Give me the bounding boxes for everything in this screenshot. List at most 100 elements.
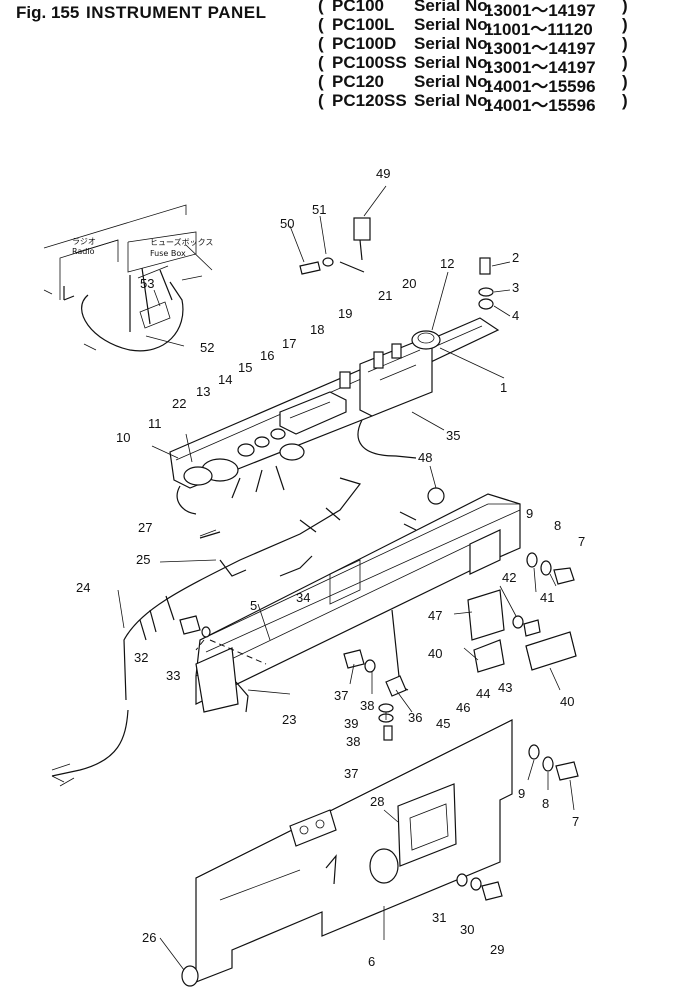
- paren-close: ): [622, 34, 628, 53]
- callout-15: 15: [238, 360, 252, 375]
- model-name: PC120: [332, 72, 384, 91]
- callout-35: 35: [446, 428, 460, 443]
- callout-41: 41: [540, 590, 554, 605]
- callout-17: 17: [282, 336, 296, 351]
- callout-1: 1: [500, 380, 507, 395]
- model-serial-row: ( PC100L Serial No.11001～11120): [318, 15, 638, 39]
- callout-25: 25: [136, 552, 150, 567]
- radio-jp-label: ラジオ: [72, 237, 96, 246]
- callout-34: 34: [296, 590, 310, 605]
- callout-32: 32: [134, 650, 148, 665]
- callout-37-lower: 37: [344, 766, 358, 781]
- callout-9-upper: 9: [526, 506, 533, 521]
- right-hardware: [467, 552, 577, 673]
- callout-12: 12: [440, 256, 454, 271]
- callout-42: 42: [502, 570, 516, 585]
- upper-instrument-panel: [169, 317, 500, 515]
- callout-30: 30: [460, 922, 474, 937]
- fusebox-label: Fuse Box: [150, 249, 186, 258]
- serial-range: 11001～11120: [484, 20, 593, 39]
- callout-13: 13: [196, 384, 210, 399]
- callout-40-upper: 40: [428, 646, 442, 661]
- callout-29: 29: [490, 942, 504, 957]
- callout-37-upper: 37: [334, 688, 348, 703]
- model-name: PC120SS: [332, 91, 407, 110]
- callout-9-lower: 9: [518, 786, 525, 801]
- model-name: PC100D: [332, 34, 397, 53]
- figure-number: Fig. 155: [16, 3, 80, 22]
- callout-22: 22: [172, 396, 186, 411]
- model-name: PC100SS: [332, 53, 407, 72]
- callout-8-upper: 8: [554, 518, 561, 533]
- callout-47: 47: [428, 608, 442, 623]
- serial-range: 13001～14197: [484, 1, 596, 20]
- callout-40-lower: 40: [560, 694, 574, 709]
- callout-6: 6: [368, 954, 375, 969]
- callout-50: 50: [280, 216, 294, 231]
- callout-numbers: 1 2 3 4 5 6 7 7 8 8 9 9 10 11 12 13 14 1…: [76, 166, 585, 969]
- callout-19: 19: [338, 306, 352, 321]
- paren-open: (: [318, 91, 324, 110]
- serial-range: 14001～15596: [484, 77, 596, 96]
- callout-21: 21: [378, 288, 392, 303]
- callout-4: 4: [512, 308, 519, 323]
- paren-open: (: [318, 53, 324, 72]
- callout-31: 31: [432, 910, 446, 925]
- callout-27: 27: [138, 520, 152, 535]
- callout-38-upper: 38: [360, 698, 374, 713]
- model-serial-row: ( PC100SS Serial No.13001～14197): [318, 53, 638, 77]
- serial-range: 14001～15596: [484, 96, 596, 115]
- leader-lines: [117, 185, 575, 971]
- callout-24: 24: [76, 580, 90, 595]
- callout-36: 36: [408, 710, 422, 725]
- callout-3: 3: [512, 280, 519, 295]
- callout-39: 39: [344, 716, 358, 731]
- callout-33: 33: [166, 668, 180, 683]
- callout-14: 14: [218, 372, 232, 387]
- callout-51: 51: [312, 202, 326, 217]
- bolts-washers: [179, 487, 445, 741]
- callout-5: 5: [250, 598, 257, 613]
- callout-52: 52: [200, 340, 214, 355]
- inset-radio-fusebox: ラジオ Radio ヒューズボックス Fuse Box: [43, 204, 213, 352]
- radio-label: Radio: [72, 247, 95, 256]
- paren-close: ): [622, 0, 628, 15]
- callout-28: 28: [370, 794, 384, 809]
- callout-26: 26: [142, 930, 156, 945]
- wiring-harness: [51, 477, 417, 787]
- serial-range: 13001～14197: [484, 58, 596, 77]
- fusebox-jp-label: ヒューズボックス: [150, 237, 213, 247]
- callout-23: 23: [282, 712, 296, 727]
- callout-44: 44: [476, 686, 490, 701]
- serial-range: 13001～14197: [484, 39, 596, 58]
- serial-label: Serial No.: [414, 53, 493, 72]
- paren-open: (: [318, 15, 324, 34]
- top-hardware: [299, 217, 494, 310]
- callout-46: 46: [456, 700, 470, 715]
- figure-title: INSTRUMENT PANEL: [86, 3, 267, 22]
- lower-panel: [181, 719, 579, 987]
- callout-20: 20: [402, 276, 416, 291]
- callout-11: 11: [148, 416, 162, 431]
- callout-7-upper: 7: [578, 534, 585, 549]
- callout-2: 2: [512, 250, 519, 265]
- callout-16: 16: [260, 348, 274, 363]
- callout-48: 48: [418, 450, 432, 465]
- model-name: PC100L: [332, 15, 395, 34]
- callout-49: 49: [376, 166, 390, 181]
- paren-open: (: [318, 34, 324, 53]
- paren-open: (: [318, 0, 324, 15]
- serial-label: Serial No.: [414, 91, 493, 110]
- callout-8-lower: 8: [542, 796, 549, 811]
- callout-10: 10: [116, 430, 130, 445]
- serial-label: Serial No.: [414, 15, 493, 34]
- paren-close: ): [622, 53, 628, 72]
- paren-close: ): [622, 15, 628, 34]
- model-name: PC100: [332, 0, 384, 15]
